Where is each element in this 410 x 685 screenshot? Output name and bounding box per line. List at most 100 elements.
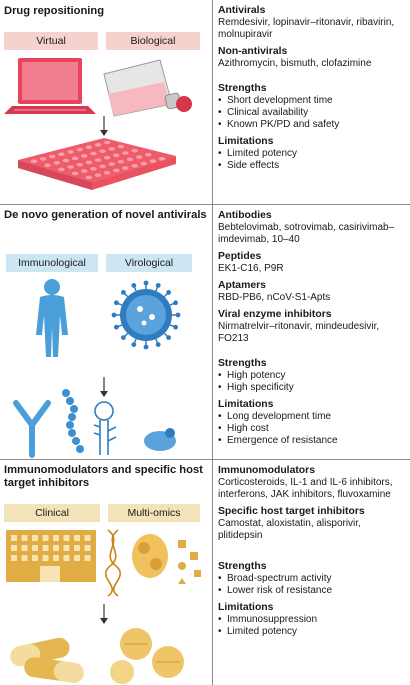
- enzyme-inhibitor-icon: [144, 428, 176, 451]
- plate-well: [149, 159, 157, 163]
- building-window: [53, 555, 59, 561]
- list-item: Immunosuppression: [218, 614, 408, 626]
- heading-limitations: Limitations: [218, 136, 274, 147]
- heading-limitations: Limitations: [218, 602, 274, 613]
- plate-well: [94, 158, 102, 162]
- tag-virtual: Virtual: [4, 32, 98, 50]
- plate-well: [30, 159, 38, 163]
- de-novo-text: Antibodies Bebtelovimab, sotrovimab, cas…: [218, 210, 408, 452]
- culture-flask-icon: [103, 59, 192, 117]
- virus-spike-tip: [175, 312, 181, 318]
- peptide-chain-icon: [62, 389, 84, 453]
- list-item: Long development time: [218, 411, 408, 423]
- plate-well: [104, 140, 111, 145]
- virus-spike-tip: [121, 335, 126, 340]
- plate-well: [90, 167, 97, 171]
- plate-well: [67, 165, 74, 169]
- plate-well: [103, 171, 111, 175]
- section-divider: [0, 204, 410, 205]
- capsule-pills-icon: [10, 637, 84, 683]
- plate-well: [94, 173, 102, 177]
- heading-strengths: Strengths: [218, 83, 267, 94]
- plate-well: [90, 151, 97, 156]
- laptop-icon: [4, 58, 96, 114]
- building-window: [11, 535, 17, 541]
- virus-spike-tip: [166, 335, 172, 340]
- list-item: Limited potency: [218, 148, 408, 160]
- plate-well: [126, 157, 134, 162]
- heading-limitations: Limitations: [218, 399, 274, 410]
- strengths-list: High potency High specificity: [218, 370, 408, 394]
- plate-well: [58, 152, 65, 156]
- virus-spike-tip: [111, 312, 117, 318]
- section-divider: [0, 459, 410, 460]
- column-divider: [212, 0, 213, 204]
- building-window: [42, 545, 49, 551]
- plate-well: [62, 158, 70, 163]
- plate-well: [81, 169, 88, 173]
- plate-well: [122, 166, 129, 170]
- list-item: Known PK/PD and safety: [218, 119, 408, 131]
- limitations-list: Immunosuppression Limited potency: [218, 614, 408, 638]
- immunomodulators-illustration: [6, 529, 201, 684]
- section-title: De novo generation of novel antivirals: [4, 209, 207, 221]
- plate-well: [108, 147, 115, 151]
- building-window: [32, 555, 38, 561]
- building-window: [63, 555, 70, 561]
- plate-well: [85, 145, 93, 149]
- building-window: [84, 545, 91, 551]
- plate-well: [85, 175, 93, 180]
- heading-non-antivirals: Non-antivirals: [218, 46, 288, 57]
- plate-well: [113, 153, 120, 158]
- list-item: High specificity: [218, 382, 408, 394]
- building-window: [21, 535, 28, 541]
- heading-strengths: Strengths: [218, 561, 267, 572]
- building-window: [74, 555, 80, 561]
- building-window: [32, 535, 38, 541]
- host-target-inhibitors-list: Camostat, aloxistatin, alisporivir, plit…: [218, 518, 361, 541]
- antibodies-list: Bebtelovimab, sotrovimab, casirivimab–im…: [218, 222, 395, 245]
- plate-well: [76, 147, 83, 152]
- plate-well: [158, 157, 166, 161]
- section-immunomodulators: Immunomodulators and specific host targe…: [0, 460, 410, 685]
- building-window: [63, 545, 70, 551]
- limitations-list: Long development time High cost Emergenc…: [218, 411, 408, 447]
- tag-multi-omics: Multi-omics: [108, 504, 200, 522]
- building-window: [32, 545, 38, 551]
- plate-well: [85, 160, 93, 165]
- drug-repositioning-text: Antivirals Remdesivir, lopinavir–ritonav…: [218, 5, 408, 177]
- building-window: [21, 545, 28, 551]
- heading-antivirals: Antivirals: [218, 5, 266, 16]
- plate-well: [49, 154, 56, 159]
- plate-well: [99, 164, 106, 169]
- heading-viral-enzyme-inhibitors: Viral enzyme inhibitors: [218, 309, 332, 320]
- virus-spike-tip: [173, 324, 179, 330]
- virus-spike-tip: [114, 324, 119, 330]
- column-divider: [212, 205, 213, 459]
- aptamer-icon: [93, 401, 117, 455]
- heading-peptides: Peptides: [218, 251, 262, 262]
- limitations-list: Limited potency Side effects: [218, 148, 408, 172]
- plate-well: [140, 161, 147, 166]
- down-arrow-icon: [100, 377, 108, 397]
- plate-well: [136, 155, 143, 159]
- aptamers-list: RBD-PB6, nCoV-S1-Apts: [218, 292, 331, 303]
- strengths-list: Short development time Clinical availabi…: [218, 95, 408, 131]
- list-item: High cost: [218, 423, 408, 435]
- plate-well: [71, 171, 79, 176]
- plate-well: [122, 151, 129, 155]
- plate-well: [53, 161, 60, 165]
- plate-well: [71, 156, 79, 161]
- building-window: [84, 535, 91, 541]
- virus-spike-tip: [131, 283, 137, 288]
- virus-icon: [111, 280, 181, 350]
- plate-well: [131, 164, 138, 168]
- building-window: [74, 545, 80, 551]
- peptides-list: EK1-C16, P9R: [218, 263, 284, 274]
- non-antivirals-list: Azithromycin, bismuth, clofazimine: [218, 58, 372, 69]
- strengths-list: Broad-spectrum activity Lower risk of re…: [218, 573, 408, 597]
- list-item: Broad-spectrum activity: [218, 573, 408, 585]
- plate-well: [145, 152, 152, 157]
- protein-structure-icon: [132, 534, 168, 578]
- list-item: Limited potency: [218, 626, 408, 638]
